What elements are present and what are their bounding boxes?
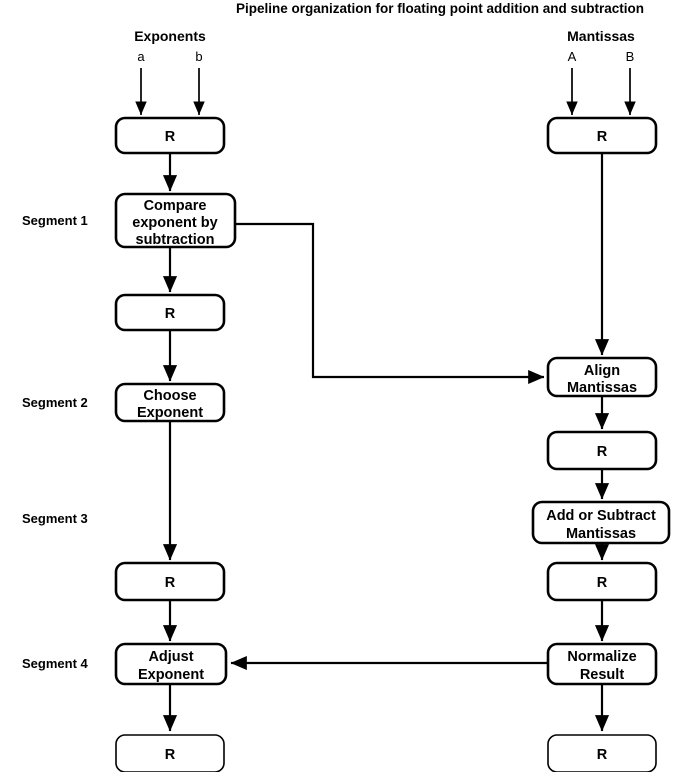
node-normalize-result-line-1: Normalize: [567, 649, 636, 665]
register-left-3-label: R: [165, 575, 176, 591]
register-left-1-label: R: [165, 129, 176, 145]
register-right-2-label: R: [597, 444, 608, 460]
column-heading-exponents: Exponents: [134, 28, 206, 44]
node-choose-exponent-line-1: Choose: [143, 388, 196, 404]
register-left-4: [115, 734, 225, 772]
node-compare-exponent-line-1: Compare: [144, 198, 207, 214]
node-compare-exponent-line-3: subtraction: [136, 232, 215, 248]
segment-label-3: Segment 3: [22, 511, 88, 526]
register-right-1-label: R: [597, 129, 608, 145]
node-compare-exponent-line-2: exponent by: [132, 215, 217, 231]
node-align-mantissas-line-2: Mantissas: [567, 380, 637, 396]
segment-label-2: Segment 2: [22, 395, 88, 410]
node-normalize-result-line-2: Result: [580, 667, 624, 683]
page-title: Pipeline organization for floating point…: [236, 1, 644, 16]
operand-label-B: B: [626, 49, 635, 64]
node-add-or-subtract-line-2: Mantissas: [566, 526, 636, 542]
register-right-3-label: R: [597, 575, 608, 591]
node-align-mantissas-line-1: Align: [584, 363, 620, 379]
node-adjust-exponent-line-1: Adjust: [148, 649, 193, 665]
node-compare-exponent: [114, 192, 237, 249]
register-left-4-label: R: [165, 747, 176, 763]
node-adjust-exponent-line-2: Exponent: [138, 667, 204, 683]
operand-label-A: A: [568, 49, 577, 64]
operand-label-a: a: [137, 49, 145, 64]
edge-compare-to-align-mantissas: [235, 222, 545, 385]
node-choose-exponent-line-2: Exponent: [137, 405, 203, 421]
segment-label-4: Segment 4: [22, 656, 89, 671]
register-left-2-label: R: [165, 306, 176, 322]
operand-label-b: b: [195, 49, 202, 64]
node-add-or-subtract-line-1: Add or Subtract: [546, 508, 656, 524]
register-right-4: [547, 734, 657, 772]
register-right-4-label: R: [597, 747, 608, 763]
segment-label-1: Segment 1: [22, 213, 88, 228]
column-heading-mantissas: Mantissas: [567, 28, 635, 44]
